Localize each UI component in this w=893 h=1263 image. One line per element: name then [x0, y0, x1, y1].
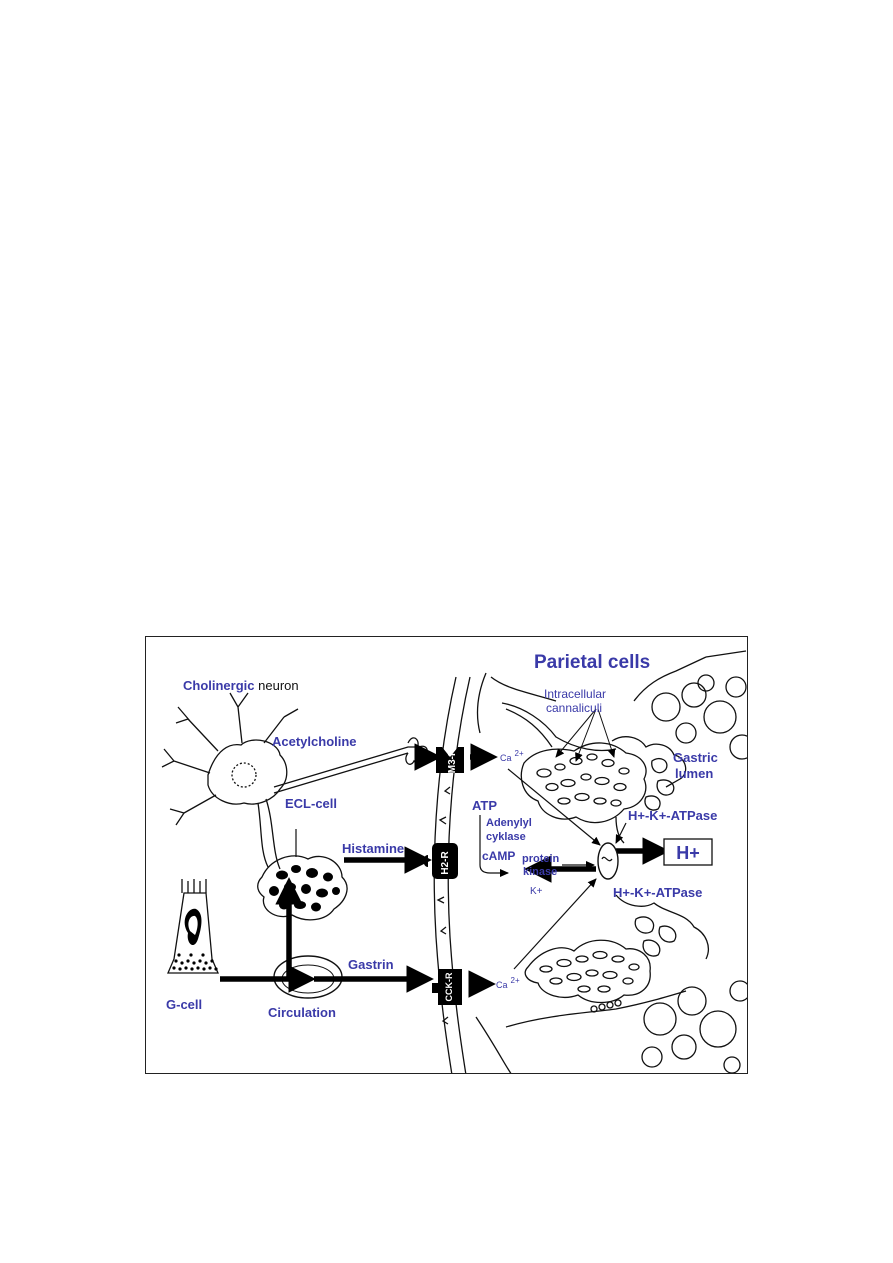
- cannaliculi-label-line2: cannaliculi: [546, 701, 602, 715]
- diagram-title: Parietal cells: [534, 652, 650, 673]
- cck-receptor: CCK-R: [432, 969, 462, 1005]
- cholinergic-neuron-label: Cholinergic neuron: [183, 678, 299, 693]
- cannaliculi-pointer-2: [576, 709, 596, 761]
- h2-receptor: H2-R: [424, 843, 459, 879]
- ecl-cell: [258, 829, 347, 920]
- gastrin-label: Gastrin: [348, 957, 394, 972]
- adenylyl-label: Adenylyl: [486, 817, 532, 829]
- parietal-cell-diagram: M3-R H2-R CCK-R: [145, 636, 748, 1074]
- g-cell-label: G-cell: [166, 997, 202, 1012]
- k-plus-label: K+: [530, 886, 543, 897]
- diagram-canvas: M3-R H2-R CCK-R: [146, 637, 748, 1074]
- m3-receptor-label: M3-R: [447, 748, 458, 773]
- cyklase-label: cyklase: [486, 831, 526, 843]
- atpase-bottom-label: H+-K+-ATPase: [613, 885, 702, 900]
- cannaliculi-label-line1: Intracellular: [544, 687, 606, 701]
- g-cell-granules: [172, 953, 217, 970]
- h2-receptor-label: H2-R: [440, 851, 451, 875]
- atp-label: ATP: [472, 798, 497, 813]
- m3-receptor: M3-R: [436, 747, 464, 773]
- h-plus-label: H+: [676, 843, 700, 863]
- neuron-nucleus: [232, 763, 256, 787]
- proton-pump: [598, 843, 618, 879]
- acetylcholine-label: Acetylcholine: [272, 734, 357, 749]
- histamine-label: Histamine: [342, 841, 404, 856]
- camp-label: cAMP: [482, 849, 515, 863]
- cck-receptor-label: CCK-R: [444, 972, 454, 1001]
- kinase-label: kinase: [523, 866, 557, 878]
- circulation-label: Circulation: [268, 1005, 336, 1020]
- ecl-cell-label: ECL-cell: [285, 796, 337, 811]
- g-cell: [168, 879, 218, 973]
- gastric-label: Gastric: [673, 750, 718, 765]
- atpase-top-label: H+-K+-ATPase: [628, 808, 717, 823]
- lumen-label: lumen: [675, 766, 713, 781]
- protein-label: protein: [522, 853, 560, 865]
